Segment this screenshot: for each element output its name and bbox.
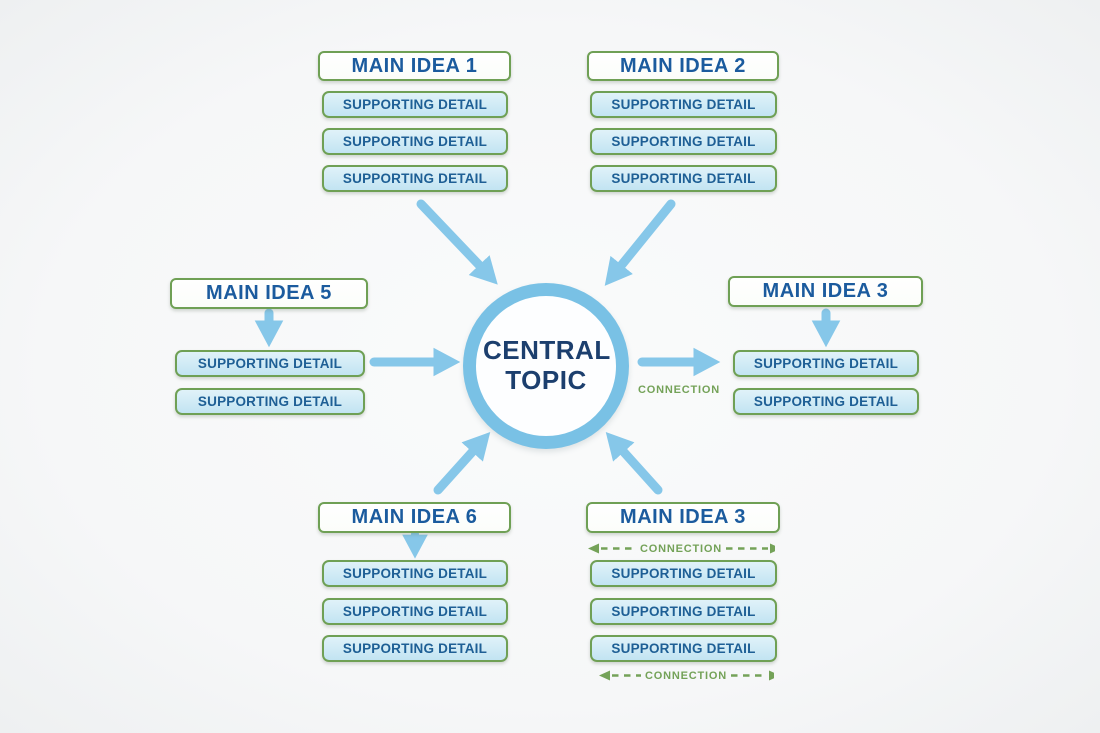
- dashed-arrow-right-icon: [725, 543, 775, 554]
- arrow-topright-to-center: [604, 199, 676, 286]
- supporting-detail-label: SUPPORTING DETAIL: [342, 566, 488, 581]
- supporting-detail-label: SUPPORTING DETAIL: [611, 171, 756, 186]
- supporting-detail-box: SUPPORTING DETAIL: [733, 388, 919, 415]
- supporting-detail-box: SUPPORTING DETAIL: [175, 350, 365, 377]
- supporting-detail-label: SUPPORTING DETAIL: [342, 171, 488, 186]
- supporting-detail-box: SUPPORTING DETAIL: [322, 165, 508, 192]
- supporting-detail-box: SUPPORTING DETAIL: [322, 128, 508, 155]
- main-idea-box-top-right: MAIN IDEA 2: [587, 51, 779, 81]
- supporting-detail-label: SUPPORTING DETAIL: [753, 356, 899, 371]
- main-idea-title: MAIN IDEA 3: [762, 280, 889, 302]
- main-idea-box-bottom-right: MAIN IDEA 3: [586, 502, 780, 533]
- dashed-connection-bottom: CONNECTION: [598, 669, 774, 682]
- main-idea-box-middle-right: MAIN IDEA 3: [728, 276, 923, 307]
- arrow-bottomleft-to-center: [433, 431, 491, 495]
- main-idea-box-bottom-left: MAIN IDEA 6: [318, 502, 511, 533]
- supporting-detail-box: SUPPORTING DETAIL: [590, 91, 777, 118]
- main-idea-title: MAIN IDEA 2: [620, 54, 746, 77]
- main-idea-title: MAIN IDEA 6: [351, 506, 478, 528]
- main-idea-box-top-left: MAIN IDEA 1: [318, 51, 511, 81]
- connection-label: CONNECTION: [645, 669, 727, 682]
- supporting-detail-label: SUPPORTING DETAIL: [342, 97, 488, 112]
- supporting-detail-label: SUPPORTING DETAIL: [611, 97, 756, 112]
- supporting-detail-label: SUPPORTING DETAIL: [611, 566, 756, 581]
- supporting-detail-box: SUPPORTING DETAIL: [322, 91, 508, 118]
- central-topic-label: CENTRAL TOPIC: [483, 335, 611, 395]
- supporting-detail-label: SUPPORTING DETAIL: [611, 641, 756, 656]
- supporting-detail-label: SUPPORTING DETAIL: [611, 134, 756, 149]
- dashed-arrow-right-icon: [730, 670, 774, 681]
- main-idea-title: MAIN IDEA 3: [620, 506, 746, 528]
- supporting-detail-label: SUPPORTING DETAIL: [197, 356, 343, 371]
- connection-label-right: CONNECTION: [638, 384, 720, 396]
- supporting-detail-box: SUPPORTING DETAIL: [590, 635, 777, 662]
- dashed-connection-top: CONNECTION: [587, 542, 775, 555]
- supporting-detail-box: SUPPORTING DETAIL: [322, 598, 508, 625]
- central-topic-node: CENTRAL TOPIC: [463, 283, 629, 449]
- supporting-detail-box: SUPPORTING DETAIL: [590, 128, 777, 155]
- supporting-detail-label: SUPPORTING DETAIL: [197, 394, 343, 409]
- supporting-detail-label: SUPPORTING DETAIL: [611, 604, 756, 619]
- supporting-detail-box: SUPPORTING DETAIL: [175, 388, 365, 415]
- arrow-topleft-to-center: [416, 199, 498, 285]
- supporting-detail-box: SUPPORTING DETAIL: [590, 165, 777, 192]
- connection-label: CONNECTION: [640, 542, 722, 555]
- supporting-detail-label: SUPPORTING DETAIL: [342, 641, 488, 656]
- main-idea-title: MAIN IDEA 5: [206, 282, 332, 304]
- supporting-detail-label: SUPPORTING DETAIL: [342, 134, 488, 149]
- supporting-detail-box: SUPPORTING DETAIL: [733, 350, 919, 377]
- main-idea-title: MAIN IDEA 1: [351, 54, 478, 77]
- dashed-arrow-left-icon: [599, 670, 642, 681]
- supporting-detail-box: SUPPORTING DETAIL: [322, 560, 508, 587]
- supporting-detail-box: SUPPORTING DETAIL: [590, 598, 777, 625]
- dashed-arrow-left-icon: [588, 543, 637, 554]
- arrow-bottomright-to-center: [605, 431, 663, 495]
- supporting-detail-label: SUPPORTING DETAIL: [753, 394, 899, 409]
- main-idea-box-middle-left: MAIN IDEA 5: [170, 278, 368, 309]
- supporting-detail-label: SUPPORTING DETAIL: [342, 604, 488, 619]
- supporting-detail-box: SUPPORTING DETAIL: [590, 560, 777, 587]
- supporting-detail-box: SUPPORTING DETAIL: [322, 635, 508, 662]
